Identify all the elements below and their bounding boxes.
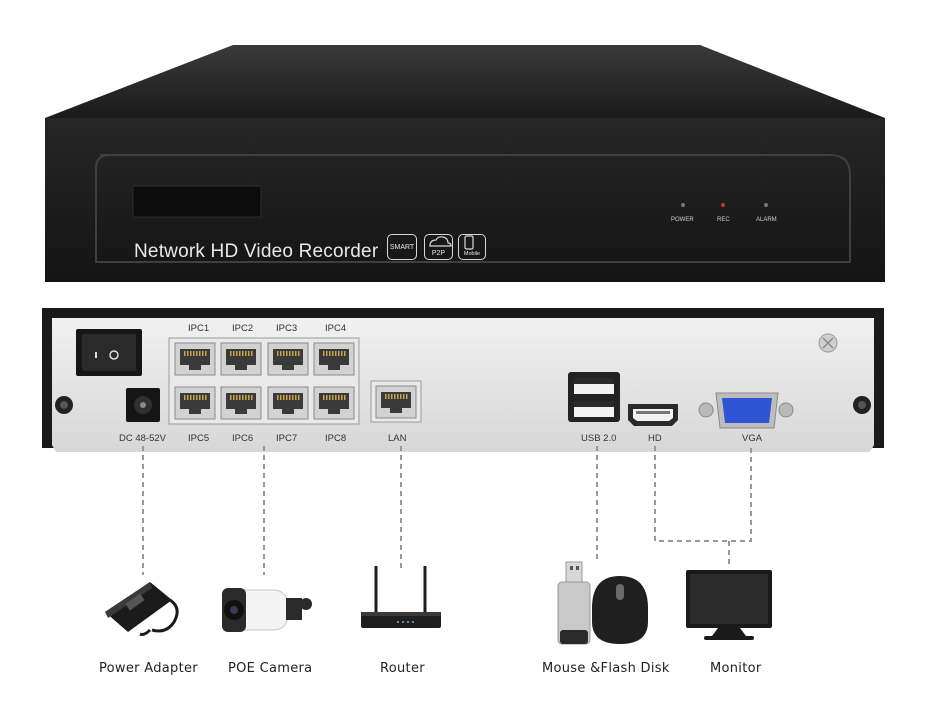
lan-port-icon [375,385,417,419]
label-mouse-flash: Mouse &Flash Disk [542,661,670,676]
cloud-icon [429,236,452,247]
rj45-ipc7-icon [267,386,309,420]
power-led-icon [681,203,685,207]
label-usb: USB 2.0 [581,433,617,444]
badge-mobile: Mobile [458,234,486,260]
alarm-led-icon [764,203,768,207]
rj45-lan-icon [375,385,417,419]
badge-p2p: P2P [424,234,453,260]
badge-p2p-label: P2P [431,250,446,257]
phone-icon [464,235,474,250]
poe-camera-icon [222,588,312,632]
label-ipc4: IPC4 [325,323,347,334]
label-router: Router [380,661,425,676]
rj45-ipc3-icon [267,342,309,376]
label-vga: VGA [742,433,763,444]
vga-port-icon [698,392,794,429]
label-ipc6: IPC6 [232,433,254,444]
led-label-power: POWER [671,217,694,223]
led-label-alarm: ALARM [756,217,777,223]
label-lan: LAN [388,433,407,444]
label-ipc1: IPC1 [188,323,210,334]
connection-lines [142,446,752,575]
chassis-top [45,45,885,118]
label-ipc5: IPC5 [188,433,210,444]
rj45-ipc4-icon [313,342,355,376]
poe-ports [174,342,355,420]
rj45-ipc6-icon [220,386,262,420]
label-ipc2: IPC2 [232,323,254,334]
rec-led-icon [721,203,725,207]
display-window [132,185,262,218]
label-hd: HD [648,433,662,444]
front-bezel [95,154,851,263]
flash-disk-icon [557,561,591,645]
router-icon [361,566,441,628]
monitor-icon [686,570,772,640]
device-title: Network HD Video Recorder [134,241,379,262]
rj45-ipc2-icon [220,342,262,376]
badge-smart: SMART [387,234,417,260]
mouse-icon [592,576,648,644]
rj45-ipc8-icon [313,386,355,420]
badge-mobile-label: Mobile [463,251,481,257]
label-ipc8: IPC8 [325,433,347,444]
rj45-ipc1-icon [174,342,216,376]
power-adapter-icon [105,582,179,636]
label-monitor: Monitor [710,661,762,676]
label-dc-power: DC 48-52V [119,433,166,444]
rj45-ipc5-icon [174,386,216,420]
nvr-front-unit [45,45,885,282]
label-ipc7: IPC7 [276,433,298,444]
label-poe-camera: POE Camera [228,661,313,676]
led-label-rec: REC [717,217,730,223]
label-ipc3: IPC3 [276,323,298,334]
label-power-adapter: Power Adapter [99,661,198,676]
